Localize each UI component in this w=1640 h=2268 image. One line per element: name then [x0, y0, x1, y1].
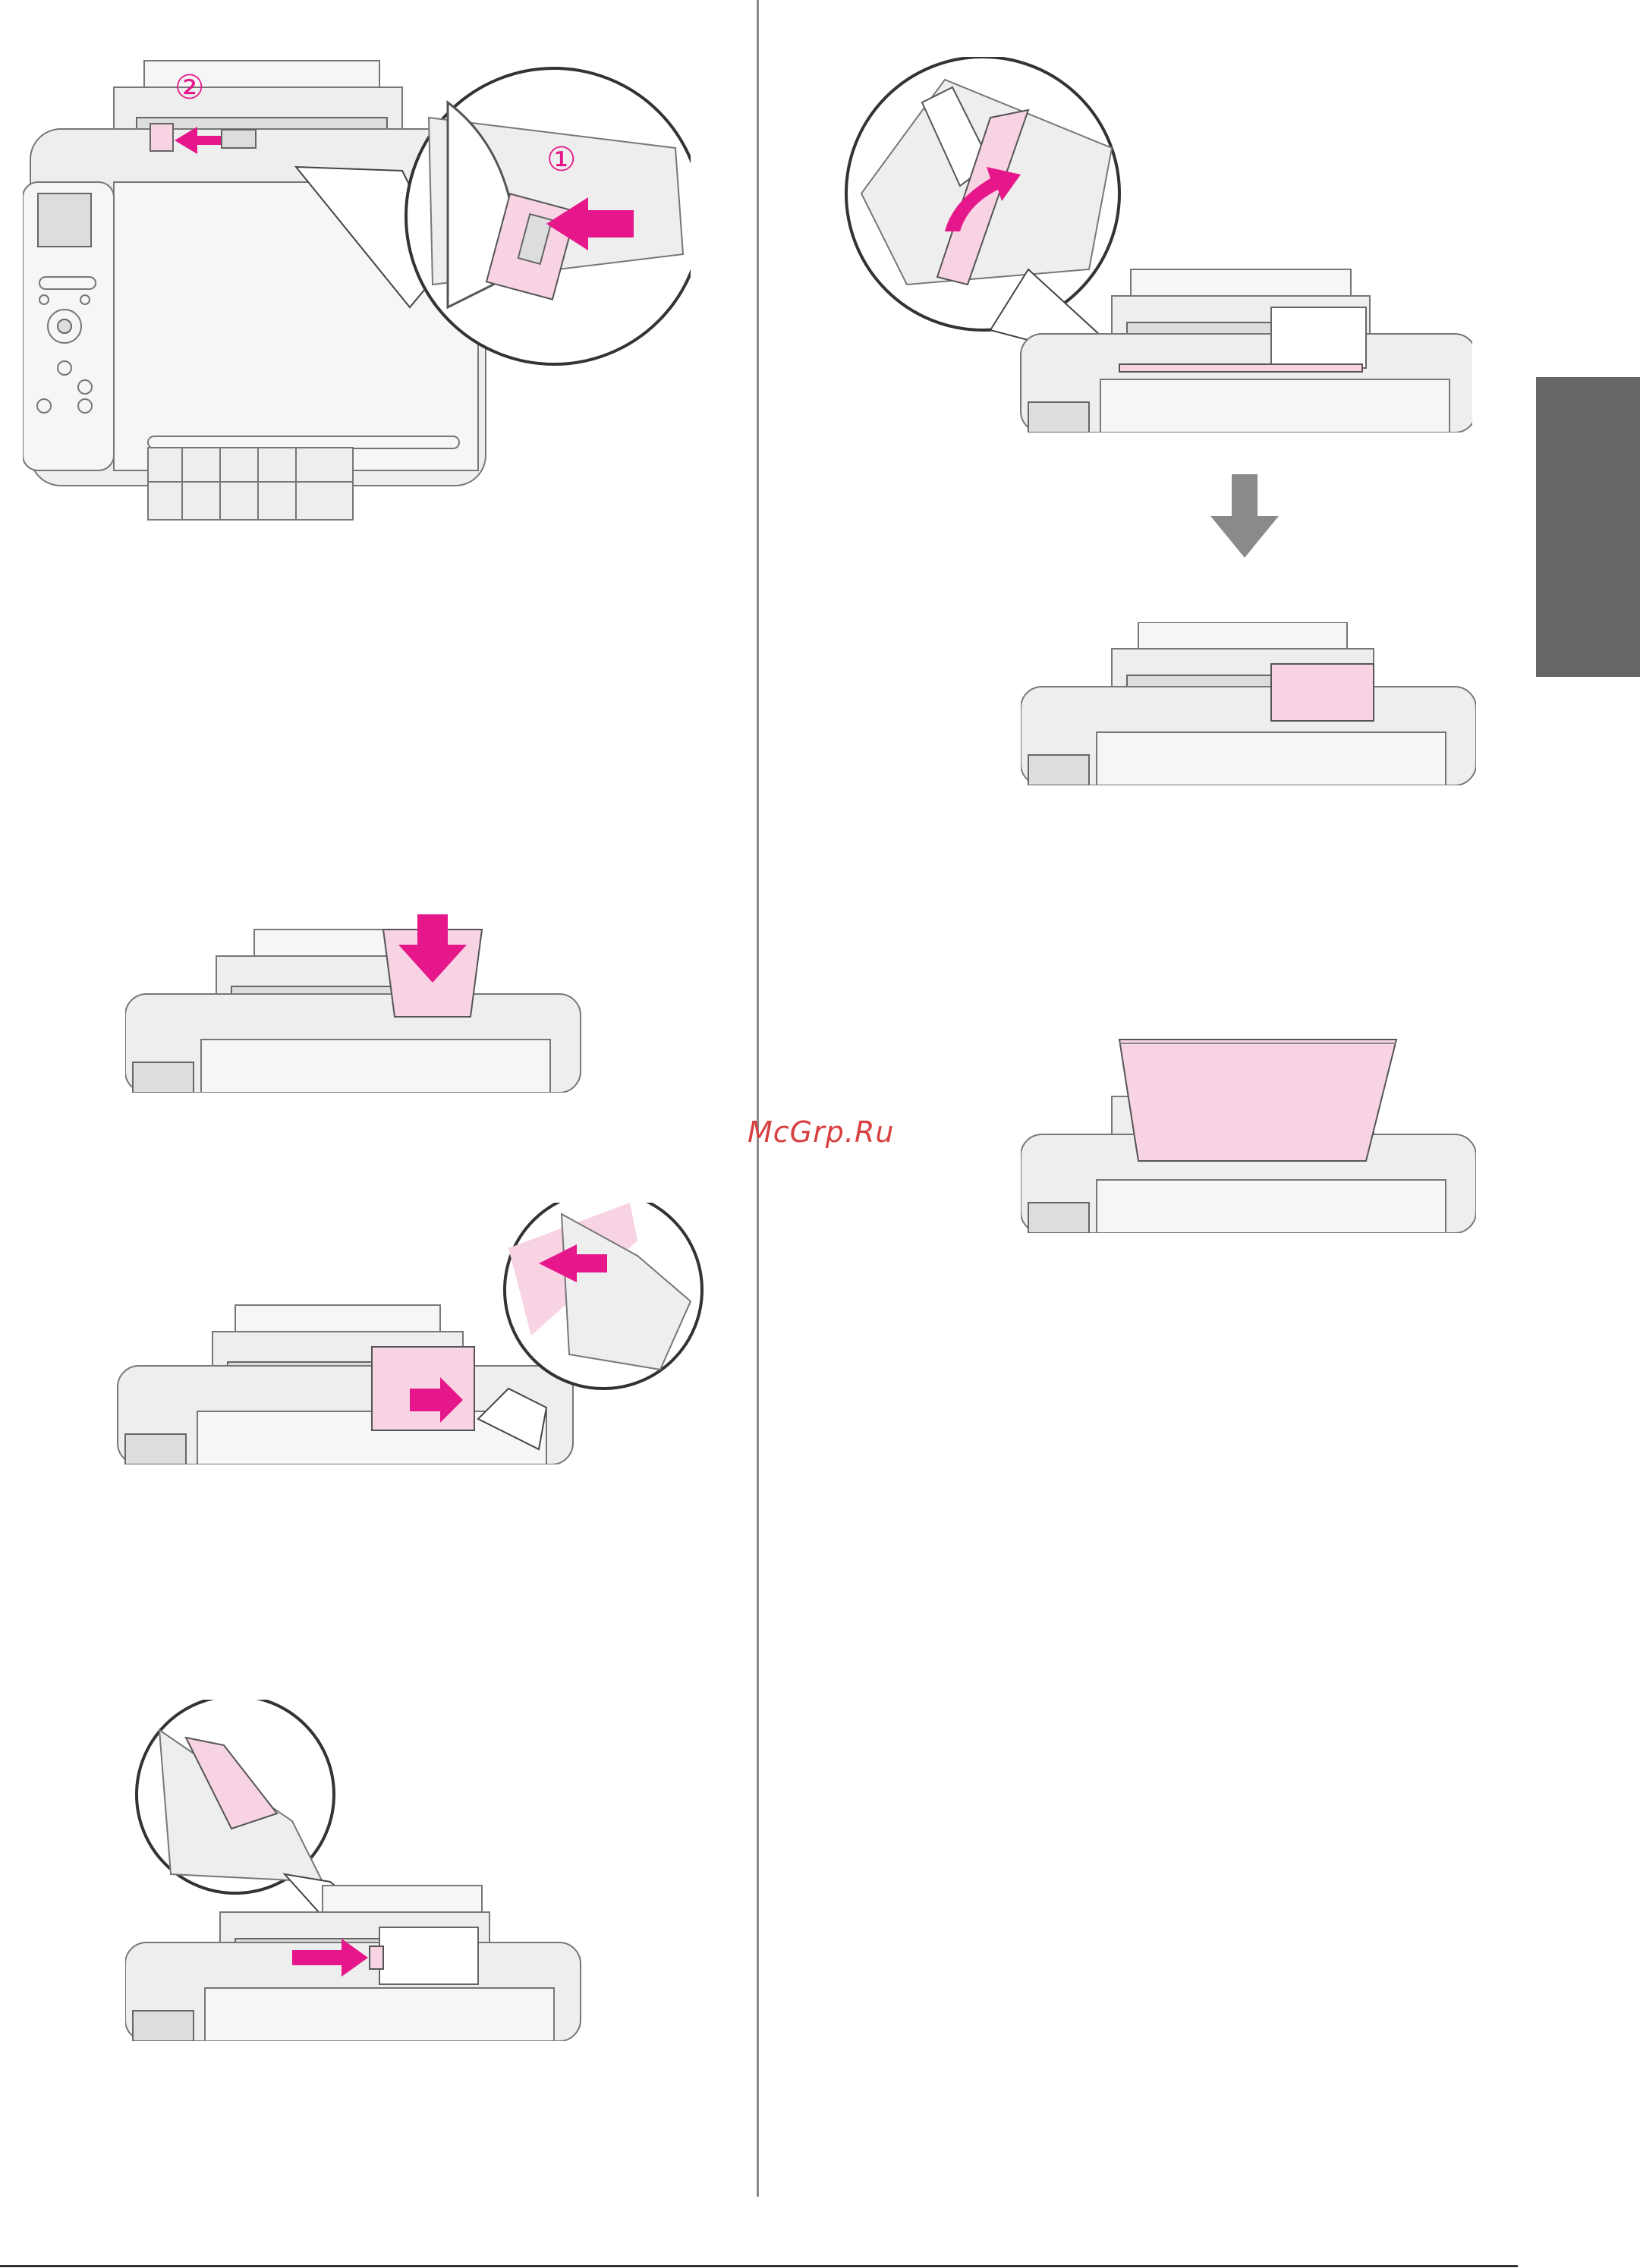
printer-open-cover-edge-guide-icon: ① ② — [23, 57, 691, 527]
column-divider — [757, 0, 759, 2197]
step-one-marker: ① — [546, 140, 576, 179]
step-two-marker: ② — [175, 68, 204, 107]
watermark: McGrp.Ru — [748, 1115, 894, 1149]
printer-load-paper-down-icon — [125, 911, 588, 1093]
section-tab — [1536, 377, 1640, 677]
printer-slide-edge-guide-icon — [125, 1700, 588, 2041]
paper-support-flip-icon — [839, 57, 1472, 433]
printer-paper-stack-icon — [1021, 1036, 1476, 1233]
printer-paper-against-guide-icon — [114, 1203, 713, 1464]
footer-rule — [0, 2265, 1518, 2267]
printer-paper-loaded-icon — [1021, 622, 1476, 785]
down-arrow-icon — [1210, 474, 1279, 558]
